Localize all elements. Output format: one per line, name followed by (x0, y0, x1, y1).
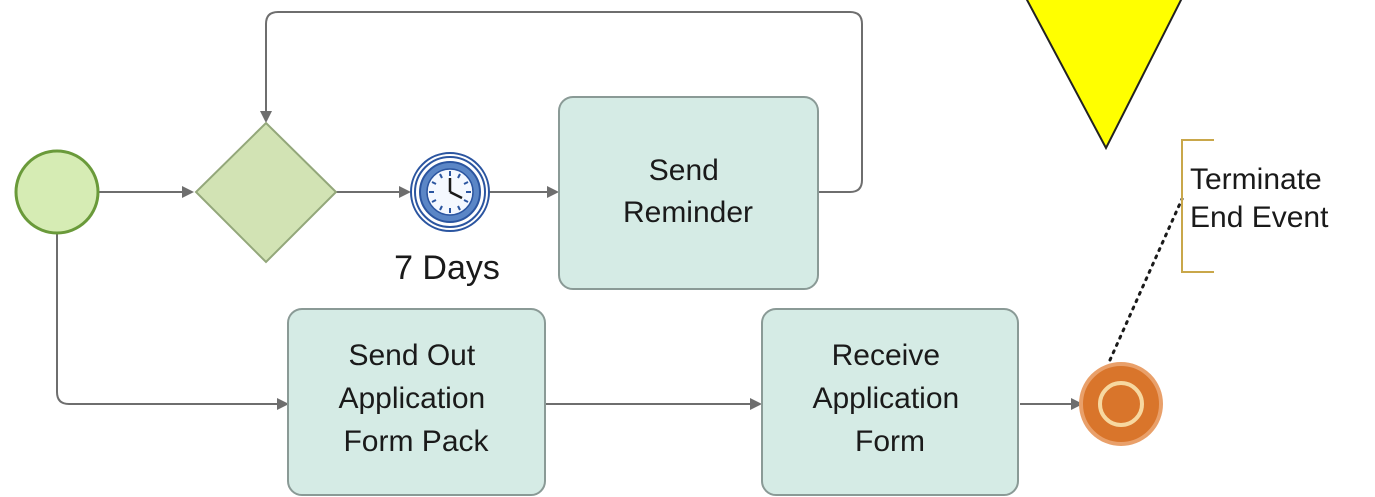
text-annotation[interactable]: Terminate End Event (1181, 139, 1330, 273)
sequence-flows (56, 11, 1083, 410)
flow-start-to-send-out-pack (56, 234, 289, 410)
task-send-out-pack[interactable]: Send Out Application Form Pack (287, 308, 546, 496)
annotation-association (1108, 197, 1184, 362)
timer-event[interactable] (410, 152, 490, 232)
task-send-reminder-line-2: Reminder (623, 196, 753, 229)
task-send-out-pack-line-2: Application (338, 382, 485, 415)
annotation-line-2: End Event (1190, 201, 1329, 234)
task-send-reminder-line-1: Send (649, 154, 719, 187)
task-receive-form-line-1: Receive (832, 339, 940, 372)
terminate-end-event[interactable] (1079, 362, 1163, 446)
exclusive-gateway[interactable] (194, 121, 338, 264)
annotation-bracket (1181, 139, 1214, 273)
task-send-out-pack-line-1: Send Out (348, 339, 475, 372)
timer-label: 7 Days (394, 249, 500, 287)
svg-text:Send Out Application: Send Out Application Form Pack (338, 339, 493, 458)
start-event[interactable] (14, 149, 100, 235)
annotation-line-1: Terminate (1190, 163, 1322, 196)
task-receive-form-line-2: Application (812, 382, 959, 415)
callout-triangle (1025, 0, 1183, 151)
svg-text:Send Reminder: Send Reminder (623, 154, 753, 229)
flow-reminder-loop-to-gateway (260, 11, 863, 193)
task-receive-form[interactable]: Receive Application Form (761, 308, 1019, 496)
svg-text:Terminate End Event: Terminate End Event (1190, 163, 1330, 234)
task-receive-form-line-3: Form (855, 425, 925, 458)
task-send-reminder[interactable]: Send Reminder (558, 96, 819, 290)
task-send-out-pack-line-3: Form Pack (343, 425, 489, 458)
svg-text:Receive Application: Receive Application Form (812, 339, 967, 458)
clock-icon (419, 161, 481, 223)
